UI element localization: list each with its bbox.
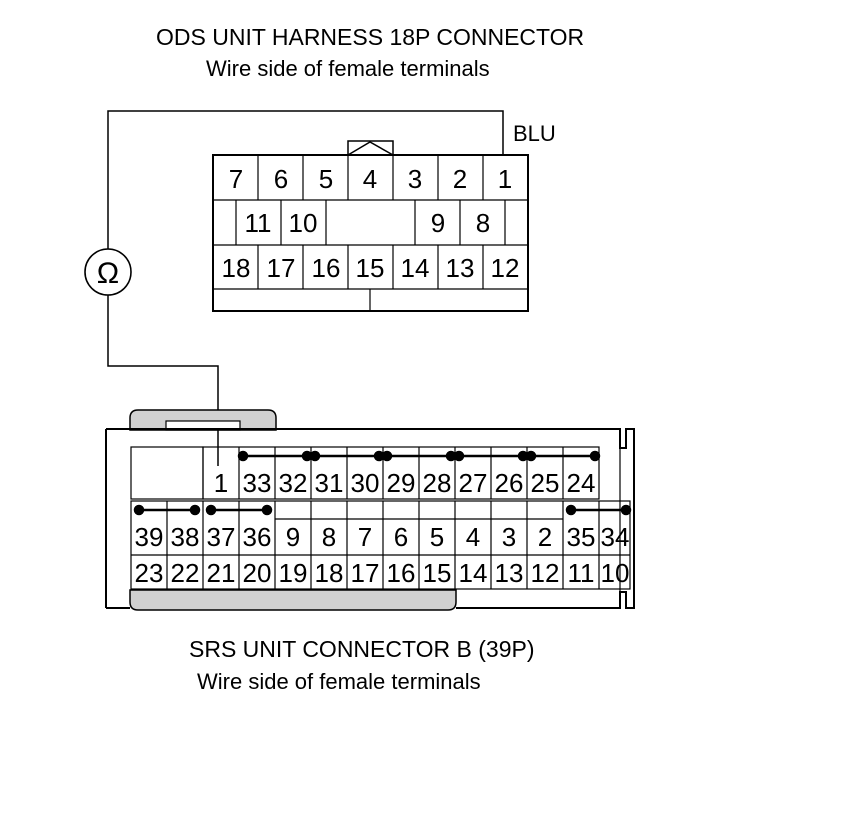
- top-pin: 14: [401, 253, 430, 283]
- bottom-pin: 35: [567, 522, 596, 552]
- bottom-pin: 21: [207, 558, 236, 588]
- bottom-pin: 17: [351, 558, 380, 588]
- bottom-pin: 9: [286, 522, 300, 552]
- bottom-pin: 12: [531, 558, 560, 588]
- wire-to-top-terminal-1: [107, 110, 504, 252]
- bottom-pin: 20: [243, 558, 272, 588]
- top-pin: 1: [498, 164, 512, 194]
- bottom-pin: 19: [279, 558, 308, 588]
- ohmmeter-symbol: Ω: [97, 257, 119, 290]
- bottom-pin: 8: [322, 522, 336, 552]
- bottom-pin: 27: [459, 468, 488, 498]
- bottom-pin: 6: [394, 522, 408, 552]
- ohmmeter-icon: Ω: [84, 248, 132, 296]
- bottom-connector-bottom-latch: [129, 589, 457, 611]
- top-pin: 12: [491, 253, 520, 283]
- bottom-pin: 38: [171, 522, 200, 552]
- top-connector-grid: [213, 155, 528, 311]
- top-connector-title: ODS UNIT HARNESS 18P CONNECTOR: [156, 24, 585, 50]
- bottom-pin: 10: [601, 558, 630, 588]
- bottom-pin: 1: [214, 468, 228, 498]
- shorting-bar-29-28: [381, 450, 457, 462]
- bottom-pin: 14: [459, 558, 488, 588]
- bottom-pin: 23: [135, 558, 164, 588]
- bottom-pin: 36: [243, 522, 272, 552]
- bottom-connector-subtitle: Wire side of female terminals: [197, 669, 481, 694]
- bottom-pin: 33: [243, 468, 272, 498]
- bottom-pin: 13: [495, 558, 524, 588]
- top-pin: 13: [446, 253, 475, 283]
- bottom-pin: 29: [387, 468, 416, 498]
- bottom-pin: 39: [135, 522, 164, 552]
- top-connector: 7 6 5 4 3 2 1 11 10 9 8 18 17 16 15 14 1…: [212, 140, 529, 312]
- bottom-connector-title: SRS UNIT CONNECTOR B (39P): [189, 636, 535, 662]
- bottom-pin: 28: [423, 468, 452, 498]
- top-connector-lock-tab: [347, 140, 394, 156]
- bottom-pin: 11: [568, 558, 595, 588]
- bottom-pin: 16: [387, 558, 416, 588]
- top-pin: 4: [363, 164, 377, 194]
- bottom-pin: 15: [423, 558, 452, 588]
- bottom-connector-pins: 1 33 32 31 30 29 28 27 26 25 24 39 38 37…: [135, 468, 630, 588]
- bottom-pin: 34: [601, 522, 630, 552]
- top-pin: 11: [245, 208, 272, 238]
- bottom-pin: 3: [502, 522, 516, 552]
- top-pin: 15: [356, 253, 385, 283]
- top-connector-subtitle: Wire side of female terminals: [206, 56, 490, 81]
- top-pin: 10: [289, 208, 318, 238]
- top-connector-pins: 7 6 5 4 3 2 1 11 10 9 8 18 17 16 15 14 1…: [222, 164, 520, 283]
- bottom-pin: 37: [207, 522, 236, 552]
- top-pin: 2: [453, 164, 467, 194]
- shorting-bar-27-26: [453, 450, 529, 462]
- bottom-pin: 7: [358, 522, 372, 552]
- top-pin: 8: [476, 208, 490, 238]
- bottom-pin: 2: [538, 522, 552, 552]
- top-pin: 3: [408, 164, 422, 194]
- bottom-pin: 5: [430, 522, 444, 552]
- top-pin: 6: [274, 164, 288, 194]
- bottom-pin: 26: [495, 468, 524, 498]
- top-pin: 18: [222, 253, 251, 283]
- bottom-connector: 1 33 32 31 30 29 28 27 26 25 24 39 38 37…: [105, 409, 635, 611]
- bottom-pin: 32: [279, 468, 308, 498]
- shorting-bar-37-36: [205, 504, 273, 516]
- bottom-pin: 31: [315, 468, 344, 498]
- shorting-bar-25-24: [525, 450, 601, 462]
- bottom-pin: 22: [171, 558, 200, 588]
- top-pin: 16: [312, 253, 341, 283]
- bottom-pin: 25: [531, 468, 560, 498]
- top-pin: 5: [319, 164, 333, 194]
- shorting-bar-35-34: [565, 504, 632, 516]
- top-connector-body: [212, 154, 529, 312]
- wire-color-label: BLU: [513, 121, 556, 146]
- shorting-bar-33-32: [237, 450, 313, 462]
- bottom-pin: 30: [351, 468, 380, 498]
- shorting-bar-39-38: [133, 504, 201, 516]
- top-pin: 7: [229, 164, 243, 194]
- shorting-bars: [133, 450, 632, 516]
- top-pin: 9: [431, 208, 445, 238]
- wire-to-bottom-terminal-1: [107, 292, 219, 466]
- bottom-pin: 18: [315, 558, 344, 588]
- bottom-pin: 24: [567, 468, 596, 498]
- top-pin: 17: [267, 253, 296, 283]
- bottom-connector-grid: [130, 446, 631, 590]
- bottom-pin: 4: [466, 522, 480, 552]
